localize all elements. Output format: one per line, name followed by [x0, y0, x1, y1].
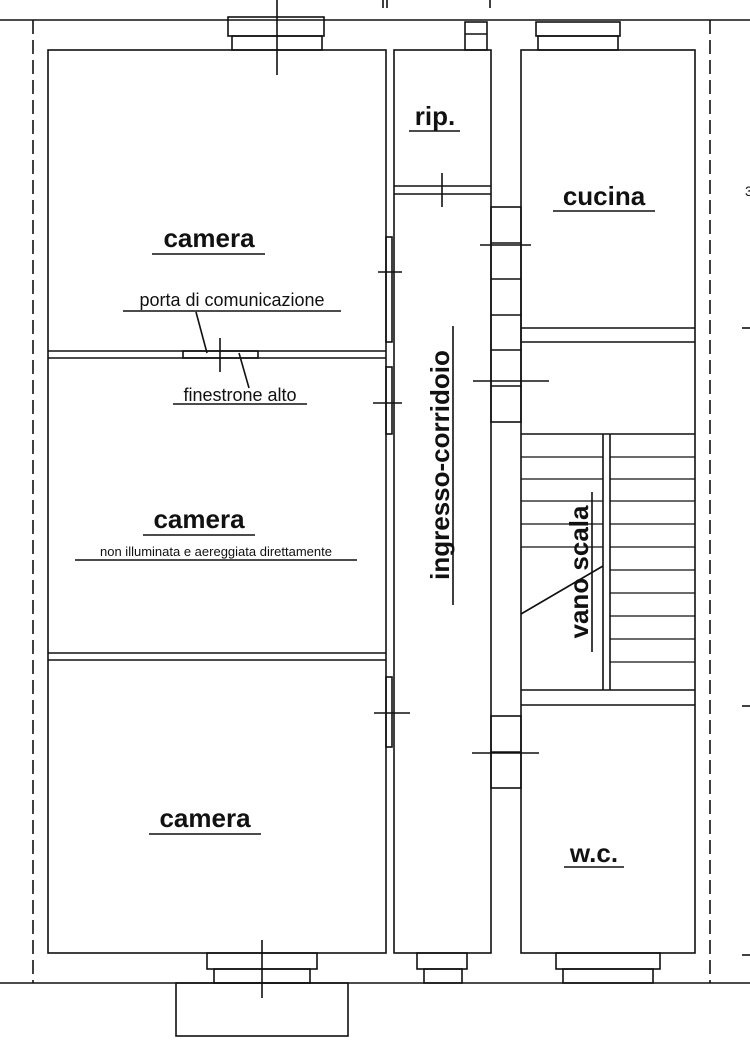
label-ingresso-corridoio: ingresso-corridoio [425, 350, 455, 580]
label-cucina: cucina [563, 181, 646, 211]
label-camera-top: camera [163, 223, 255, 253]
door-camera-mid-jamb [385, 366, 393, 435]
stair-treads [521, 456, 695, 663]
label-camera-bottom: camera [159, 803, 251, 833]
top-window-cap [227, 16, 325, 37]
stair-break-line [520, 565, 604, 615]
door-camera-bot-jamb [385, 676, 393, 748]
label-ripostiglio: rip. [415, 101, 455, 131]
cucina-top-window-sill [537, 35, 619, 51]
wc-bottom-cap [562, 968, 654, 984]
corridor-bottom-sill [416, 952, 468, 970]
cucina-top-window-cap [535, 21, 621, 37]
door-camera-top-jamb [385, 236, 393, 343]
label-wc: w.c. [569, 838, 618, 868]
label-camera-middle: camera [153, 504, 245, 534]
finestrone-leader-line [238, 352, 250, 389]
corridor-bottom-cap [423, 968, 463, 984]
label-finestrone-alto: finestrone alto [183, 385, 296, 405]
balcony [175, 982, 349, 1037]
wc-bottom-sill [555, 952, 661, 970]
label-porta-di-comunicazione: porta di comunicazione [139, 290, 324, 310]
porta-leader-line [195, 311, 208, 354]
rip-top-chimney [464, 21, 488, 51]
label-vano-scala: vano scala [564, 505, 594, 639]
edge-mark-3: 3 [745, 183, 750, 199]
label-non-illuminata: non illuminata e aereggiata direttamente [100, 544, 332, 559]
